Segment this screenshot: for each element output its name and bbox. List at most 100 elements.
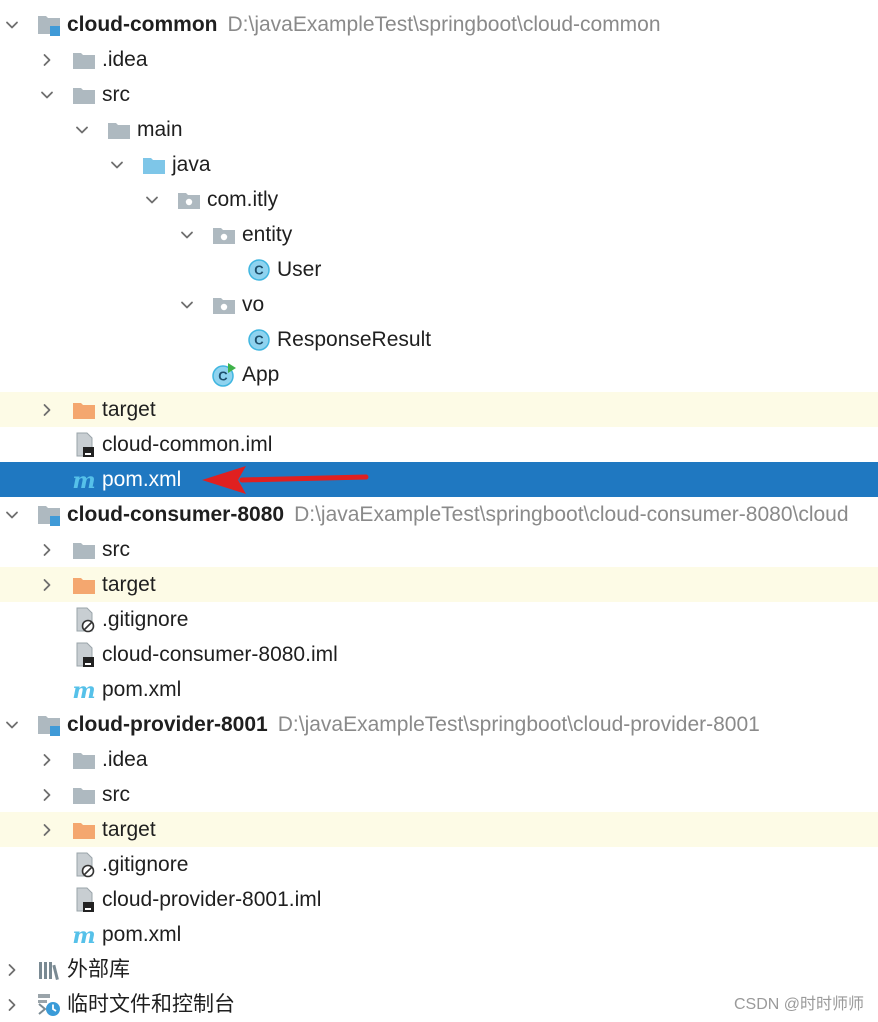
chevron-right-icon[interactable] <box>37 742 57 777</box>
tree-row[interactable]: .idea <box>0 742 878 777</box>
tree-item-name: cloud-common.iml <box>102 433 273 456</box>
tree-row[interactable]: .gitignore <box>0 847 878 882</box>
tree-row[interactable]: target <box>0 567 878 602</box>
chevron-right-icon[interactable] <box>37 42 57 77</box>
chevron-right-icon[interactable] <box>2 987 22 1022</box>
tree-item-label: cloud-common.iml <box>102 427 272 462</box>
class-icon: C <box>245 322 273 357</box>
tree-item-name: pom.xml <box>102 678 182 701</box>
tree-row[interactable]: com.itly <box>0 182 878 217</box>
tree-row[interactable]: target <box>0 392 878 427</box>
tree-row[interactable]: main <box>0 112 878 147</box>
tree-row[interactable]: 外部库 <box>0 952 878 987</box>
tree-row[interactable]: cloud-provider-8001.iml <box>0 882 878 917</box>
chevron-down-icon[interactable] <box>107 147 127 182</box>
tree-row[interactable]: entity <box>0 217 878 252</box>
tree-item-name: src <box>102 783 130 806</box>
tree-item-name: java <box>172 153 211 176</box>
tree-item-name: ResponseResult <box>277 328 432 351</box>
tree-item-label: vo <box>242 287 264 322</box>
chevron-down-icon[interactable] <box>177 287 197 322</box>
folder-icon <box>105 112 133 147</box>
tree-item-name: src <box>102 83 130 106</box>
scratches-icon <box>35 987 63 1022</box>
chevron-down-icon[interactable] <box>2 707 22 742</box>
library-icon <box>35 952 63 987</box>
chevron-down-icon[interactable] <box>142 182 162 217</box>
tree-item-label: target <box>102 392 156 427</box>
tree-item-name: 外部库 <box>67 958 130 981</box>
tree-row[interactable]: src <box>0 777 878 812</box>
chevron-down-icon[interactable] <box>2 7 22 42</box>
module-path: D:\javaExampleTest\springboot\cloud-comm… <box>227 13 661 36</box>
red-arrow-annotation <box>200 463 370 497</box>
tree-row[interactable]: cloud-consumer-8080.iml <box>0 637 878 672</box>
module-path: D:\javaExampleTest\springboot\cloud-cons… <box>294 503 849 526</box>
class-icon: C <box>245 252 273 287</box>
maven-icon: m <box>70 672 98 707</box>
tree-item-label: src <box>102 777 130 812</box>
tree-item-label: .gitignore <box>102 602 188 637</box>
tree-item-label: ResponseResult <box>277 322 431 357</box>
maven-icon: m <box>70 917 98 952</box>
chevron-down-icon[interactable] <box>177 217 197 252</box>
tree-item-label: src <box>102 77 130 112</box>
folder-icon <box>70 77 98 112</box>
module-icon <box>35 497 63 532</box>
tree-item-label: main <box>137 112 183 147</box>
chevron-right-icon[interactable] <box>37 812 57 847</box>
tree-item-name: cloud-consumer-8080 <box>67 503 285 526</box>
chevron-right-icon[interactable] <box>37 777 57 812</box>
tree-row[interactable]: target <box>0 812 878 847</box>
iml-file-icon <box>70 427 98 462</box>
tree-row[interactable]: .idea <box>0 42 878 77</box>
package-icon <box>210 217 238 252</box>
tree-row[interactable]: .gitignore <box>0 602 878 637</box>
module-icon <box>35 7 63 42</box>
tree-row[interactable]: 临时文件和控制台 <box>0 987 878 1022</box>
chevron-right-icon[interactable] <box>37 392 57 427</box>
tree-item-label: cloud-consumer-8080.iml <box>102 637 338 672</box>
gitignore-file-icon <box>70 847 98 882</box>
excluded-folder-icon <box>70 392 98 427</box>
tree-item-name: cloud-provider-8001.iml <box>102 888 322 911</box>
module-icon <box>35 707 63 742</box>
tree-row[interactable]: src <box>0 532 878 567</box>
tree-item-label: pom.xml <box>102 917 181 952</box>
tree-row[interactable]: java <box>0 147 878 182</box>
tree-item-name: vo <box>242 293 265 316</box>
tree-row[interactable]: src <box>0 77 878 112</box>
tree-row[interactable]: vo <box>0 287 878 322</box>
chevron-down-icon[interactable] <box>2 497 22 532</box>
tree-item-label: src <box>102 532 130 567</box>
tree-item-label: entity <box>242 217 292 252</box>
excluded-folder-icon <box>70 567 98 602</box>
chevron-right-icon[interactable] <box>2 952 22 987</box>
tree-item-name: cloud-provider-8001 <box>67 713 268 736</box>
chevron-down-icon[interactable] <box>72 112 92 147</box>
tree-item-name: pom.xml <box>102 468 182 491</box>
tree-item-name: target <box>102 573 156 596</box>
watermark: CSDN @时时师师 <box>733 996 864 1013</box>
tree-item-label: java <box>172 147 211 182</box>
svg-text:C: C <box>218 368 228 383</box>
chevron-right-icon[interactable] <box>37 567 57 602</box>
chevron-down-icon[interactable] <box>37 77 57 112</box>
tree-item-label: cloud-consumer-8080 D:\javaExampleTest\sp… <box>67 497 849 532</box>
folder-icon <box>70 742 98 777</box>
tree-item-label: .idea <box>102 742 148 777</box>
tree-row[interactable]: cloud-common.iml <box>0 427 878 462</box>
tree-row[interactable]: cloud-consumer-8080 D:\javaExampleTest\sp… <box>0 497 878 532</box>
chevron-right-icon[interactable] <box>37 532 57 567</box>
